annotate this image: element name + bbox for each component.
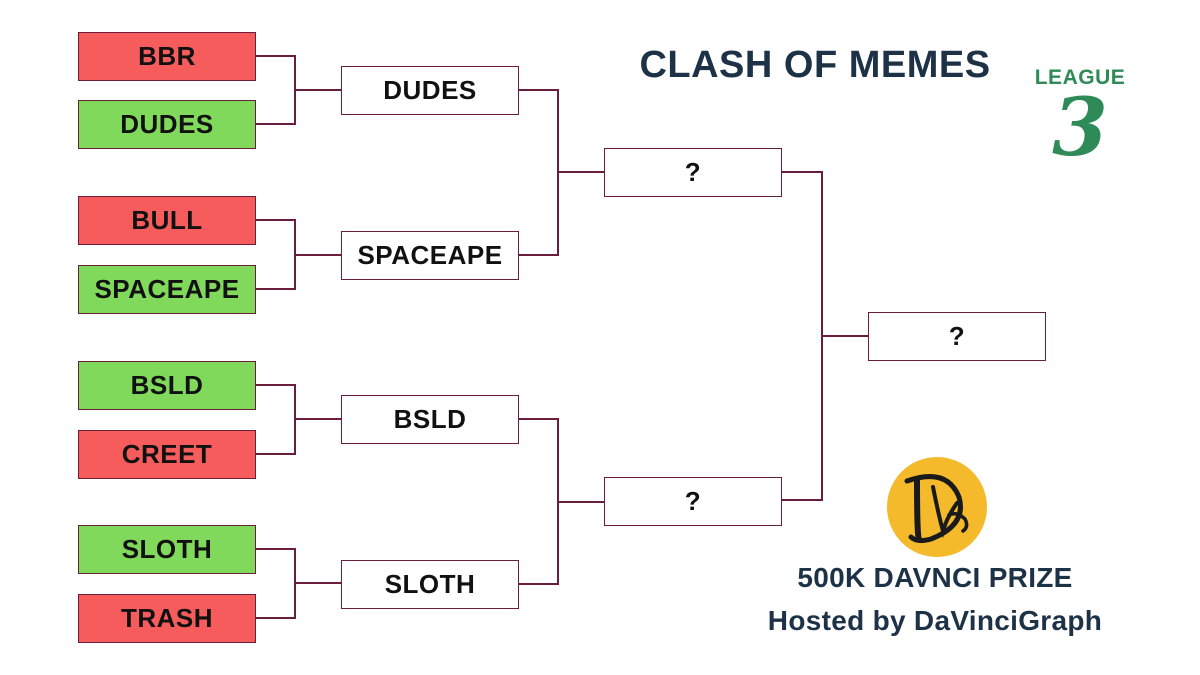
team-trash: TRASH [78, 594, 256, 643]
connector [255, 55, 296, 125]
semifinal-slot-2: ? [604, 477, 782, 526]
team-bull: BULL [78, 196, 256, 245]
round2-slot-4: SLOTH [341, 560, 519, 609]
team-bbr: BBR [78, 32, 256, 81]
semifinal-slot-1: ? [604, 148, 782, 197]
team-spaceape: SPACEAPE [78, 265, 256, 314]
team-creet: CREET [78, 430, 256, 479]
team-sloth: SLOTH [78, 525, 256, 574]
league-number: 3 [1052, 80, 1108, 174]
team-bsld: BSLD [78, 361, 256, 410]
round2-slot-1: DUDES [341, 66, 519, 115]
connector [255, 548, 296, 619]
round2-slot-2: SPACEAPE [341, 231, 519, 280]
connector [782, 171, 823, 501]
final-slot: ? [868, 312, 1046, 361]
connector [518, 418, 559, 585]
connector [255, 219, 296, 290]
league-badge: LEAGUE 3 [1030, 64, 1130, 174]
davinci-logo-icon [887, 457, 987, 557]
league-label: LEAGUE [1034, 66, 1126, 89]
connector [518, 89, 559, 256]
host-text: Hosted by DaVinciGraph [767, 605, 1103, 636]
connector [255, 384, 296, 455]
bracket-title: CLASH OF MEMES [639, 44, 991, 86]
round2-slot-3: BSLD [341, 395, 519, 444]
team-dudes: DUDES [78, 100, 256, 149]
prize-text: 500K DAVNCI PRIZE [797, 562, 1073, 593]
